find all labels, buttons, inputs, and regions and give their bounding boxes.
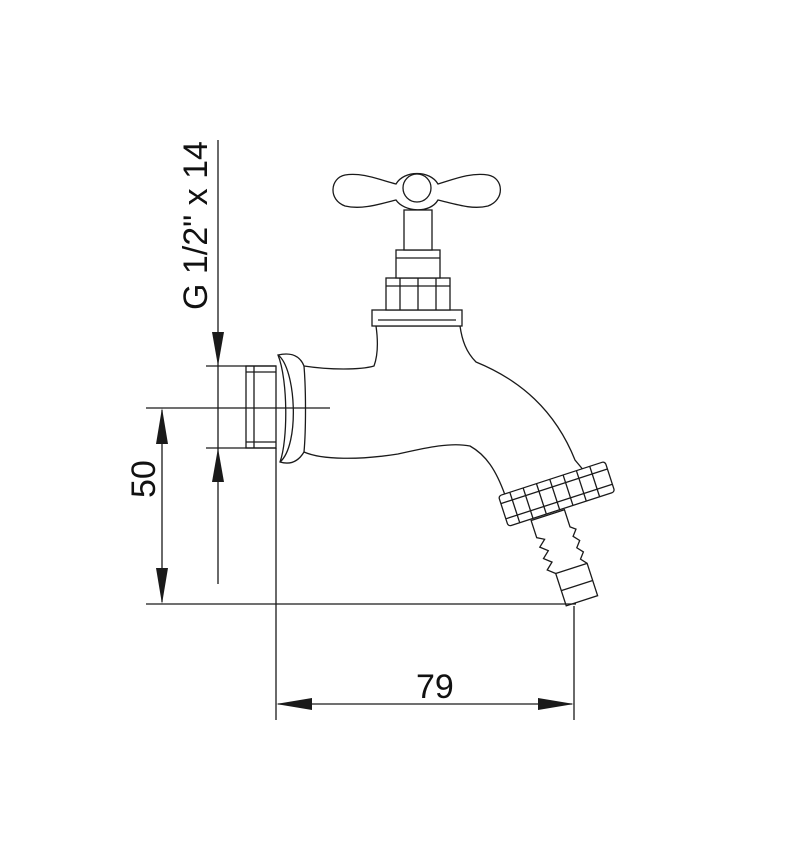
thread-dimension: G 1/2" x 14 [177,141,224,482]
thread-dimension-label: G 1/2" x 14 [177,141,215,310]
length-dimension-label: 79 [416,668,454,706]
nozzle [530,508,599,607]
height-dimension-label: 50 [125,460,163,498]
reference-lines [146,140,576,720]
faucet-body [245,309,587,496]
valve-head [332,172,502,311]
length-dimension: 79 [276,668,574,710]
spindle [403,209,433,251]
bonnet-flange [371,309,463,327]
inlet-thread [245,365,277,449]
height-dimension: 50 [125,408,168,604]
body-outline [277,325,587,496]
knurled-nut [498,461,615,527]
hose-connector [498,461,615,607]
